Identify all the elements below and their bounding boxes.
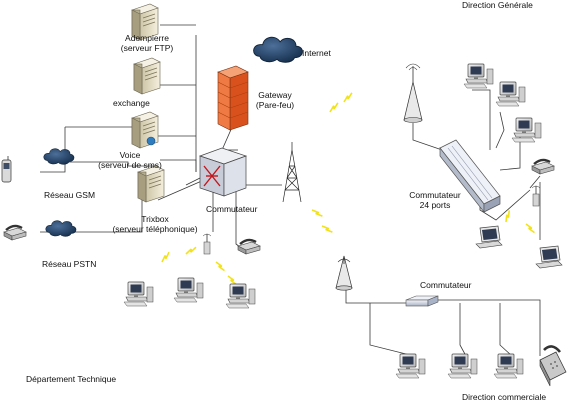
voice-label: Voice — [119, 150, 141, 160]
trixbox-sub-label: (serveur téléphonique) — [112, 224, 198, 234]
access-point-icon — [531, 185, 541, 207]
phone-icon — [2, 224, 28, 242]
access-point-icon — [403, 63, 423, 123]
exchange-label: exchange — [113, 98, 150, 108]
phone-icon — [539, 345, 567, 387]
computer-icon — [123, 281, 154, 307]
departement-technique-label: Département Technique — [26, 374, 117, 384]
commutateur-24-sub-label: 24 ports — [419, 200, 451, 210]
direction-generale-label: Direction Générale — [462, 0, 533, 10]
antenna-tower-icon — [282, 142, 302, 203]
gateway-sub-label: (Pare-feu) — [255, 100, 295, 110]
access-point-icon — [202, 233, 212, 255]
server-icon — [131, 111, 159, 149]
computer-icon — [225, 283, 256, 309]
reseau-pstn-label: Réseau PSTN — [42, 259, 97, 269]
adempierre-sub-label: (serveur FTP) — [120, 43, 174, 53]
computer-icon — [495, 81, 526, 107]
computer-icon — [173, 277, 204, 303]
server-icon — [137, 165, 165, 203]
firewall-icon — [217, 65, 249, 131]
direction-commerciale-label: Direction commerciale — [462, 392, 547, 402]
adempierre-label: Adempierre — [125, 33, 169, 43]
reseau-gsm-label: Réseau GSM — [44, 190, 96, 200]
access-point-icon — [335, 255, 353, 291]
computer-icon — [511, 117, 542, 143]
commutateur-commercial-label: Commutateur — [420, 280, 472, 290]
commutateur-central-label: Commutateur — [206, 204, 258, 214]
trixbox-label: Trixbox — [141, 214, 169, 224]
mobile-phone-icon — [1, 156, 12, 183]
gateway-label: Gateway — [258, 90, 292, 100]
phone-icon — [530, 158, 556, 176]
cloud-icon — [45, 220, 77, 237]
voice-sub-label: (serveur de sms) — [98, 160, 162, 170]
cloud-icon — [253, 36, 303, 63]
switch-icon — [439, 139, 501, 214]
laptop-icon — [475, 225, 503, 249]
switch-icon — [405, 295, 439, 307]
computer-icon — [493, 353, 524, 379]
computer-icon — [463, 63, 494, 89]
commutateur-24-label: Commutateur — [409, 190, 461, 200]
router-icon — [198, 147, 248, 197]
computer-icon — [395, 353, 426, 379]
phone-icon — [236, 238, 262, 256]
server-icon — [133, 57, 161, 95]
computer-icon — [447, 353, 478, 379]
laptop-icon — [535, 245, 563, 269]
internet-label: Internet — [302, 48, 331, 58]
